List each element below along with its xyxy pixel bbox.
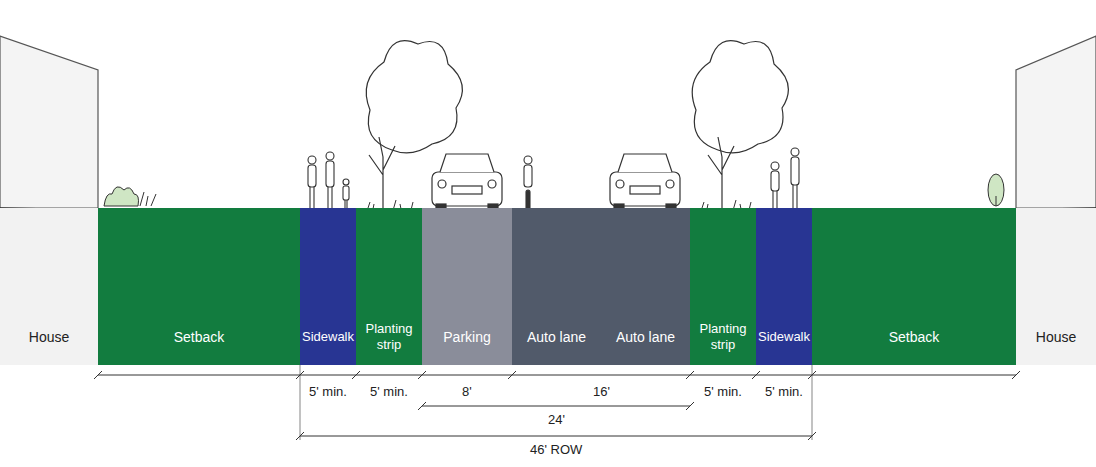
dimension-label: 5' min. xyxy=(702,384,744,399)
band-label: Sidewalk xyxy=(302,329,354,345)
band-label: Auto lane xyxy=(527,329,586,345)
dimension-label: 5' min. xyxy=(307,384,349,399)
parking-band: Parking xyxy=(422,208,512,365)
band-label: Setback xyxy=(889,329,940,345)
house-band: House xyxy=(1016,208,1096,365)
setback-band: Setback xyxy=(812,208,1016,365)
band-label: Auto lane xyxy=(616,329,675,345)
band-label: House xyxy=(1036,329,1076,345)
band-label: Planting strip xyxy=(690,321,756,353)
sidewalk-band: Sidewalk xyxy=(300,208,356,365)
dimension-label: 46' ROW xyxy=(528,442,584,457)
band-label: Parking xyxy=(443,329,490,345)
dimension-label: 16' xyxy=(591,384,612,399)
setback-band: Setback xyxy=(98,208,300,365)
dimension-label: 8' xyxy=(460,384,474,399)
band-label: Sidewalk xyxy=(758,329,810,345)
dimension-label: 24' xyxy=(546,412,567,427)
planting-band: Planting strip xyxy=(356,208,422,365)
dimension-label: 5' min. xyxy=(368,384,410,399)
band-label: House xyxy=(29,329,69,345)
band-label: Setback xyxy=(174,329,225,345)
band-label: Planting strip xyxy=(356,321,422,353)
house-band: House xyxy=(0,208,98,365)
sidewalk-band: Sidewalk xyxy=(756,208,812,365)
dimension-label: 5' min. xyxy=(763,384,805,399)
lane-band: Auto lane Auto lane xyxy=(512,208,690,365)
planting-band: Planting strip xyxy=(690,208,756,365)
